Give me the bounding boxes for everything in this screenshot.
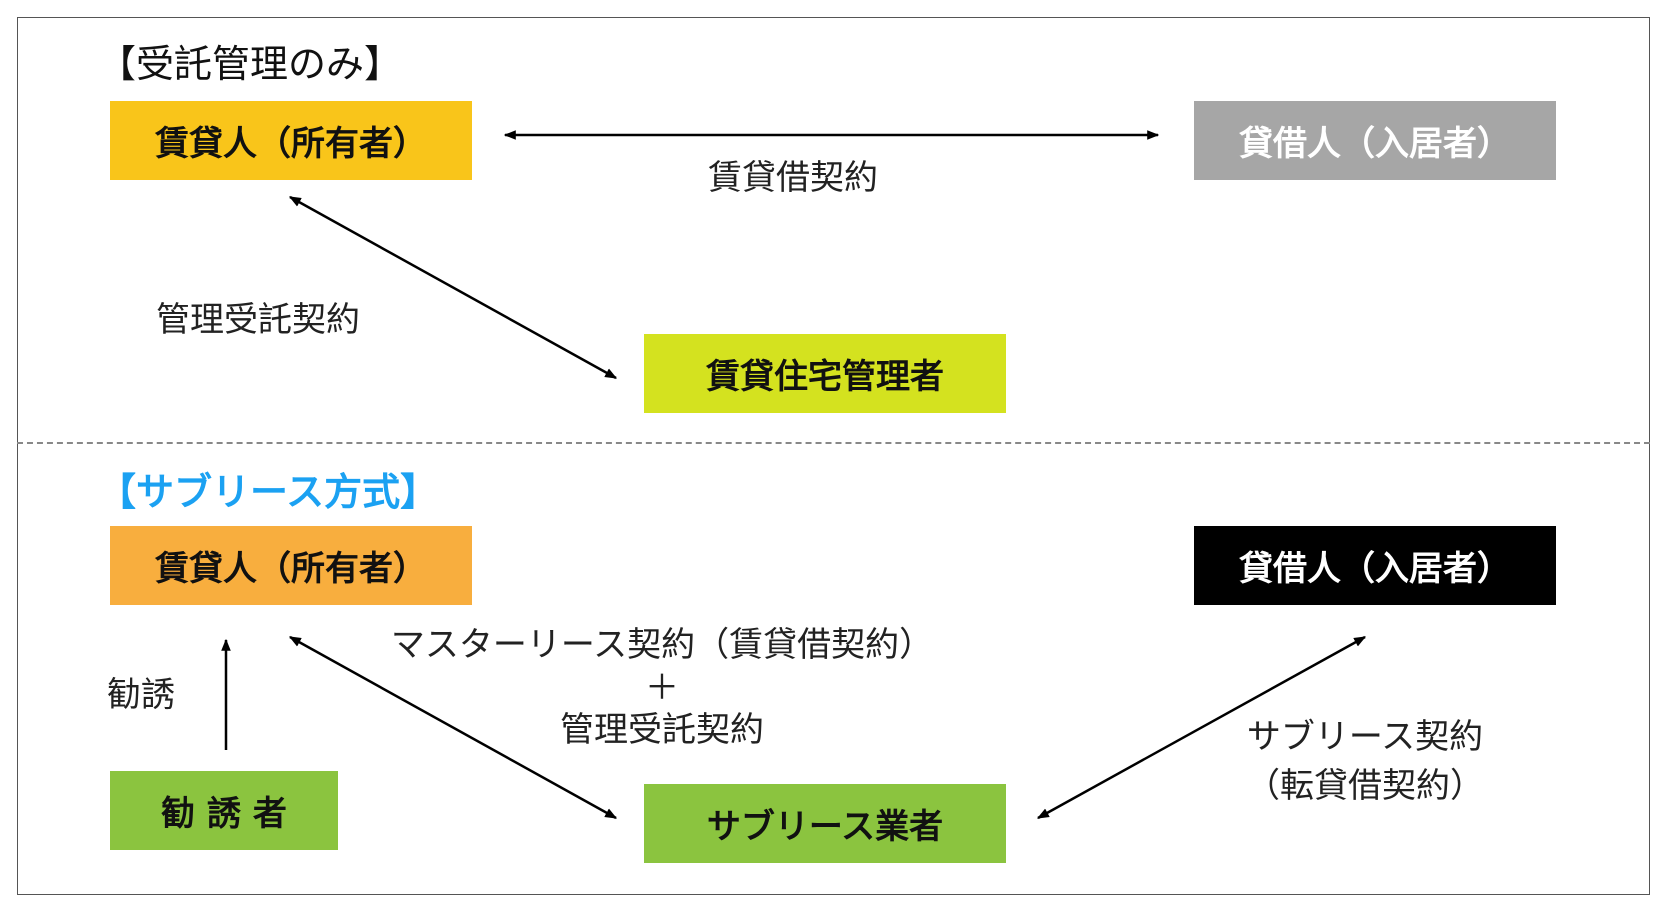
lessor-box-top: 賃貸人（所有者） bbox=[110, 101, 472, 180]
rental-housing-manager-box: 賃貸住宅管理者 bbox=[644, 334, 1006, 413]
sublease-arrow bbox=[1036, 635, 1367, 820]
management-arrow-top bbox=[288, 195, 618, 380]
section-divider bbox=[17, 442, 1650, 444]
sublease-operator-box: サブリース業者 bbox=[644, 784, 1006, 863]
bottom-section-title: 【サブリース方式】 bbox=[98, 470, 439, 514]
lessee-box-bottom: 貸借人（入居者） bbox=[1194, 526, 1556, 605]
master-lease-arrow bbox=[288, 635, 618, 820]
lease-contract-label: 賃貸借契約 bbox=[708, 158, 878, 198]
diagram-frame bbox=[17, 17, 1650, 895]
lessor-box-bottom: 賃貸人（所有者） bbox=[110, 526, 472, 605]
top-section-title: 【受託管理のみ】 bbox=[98, 42, 403, 86]
solicitation-label: 勧誘 bbox=[107, 675, 175, 715]
master-lease-label-line2: ＋ bbox=[645, 667, 679, 708]
lessee-box-top: 貸借人（入居者） bbox=[1194, 101, 1556, 180]
